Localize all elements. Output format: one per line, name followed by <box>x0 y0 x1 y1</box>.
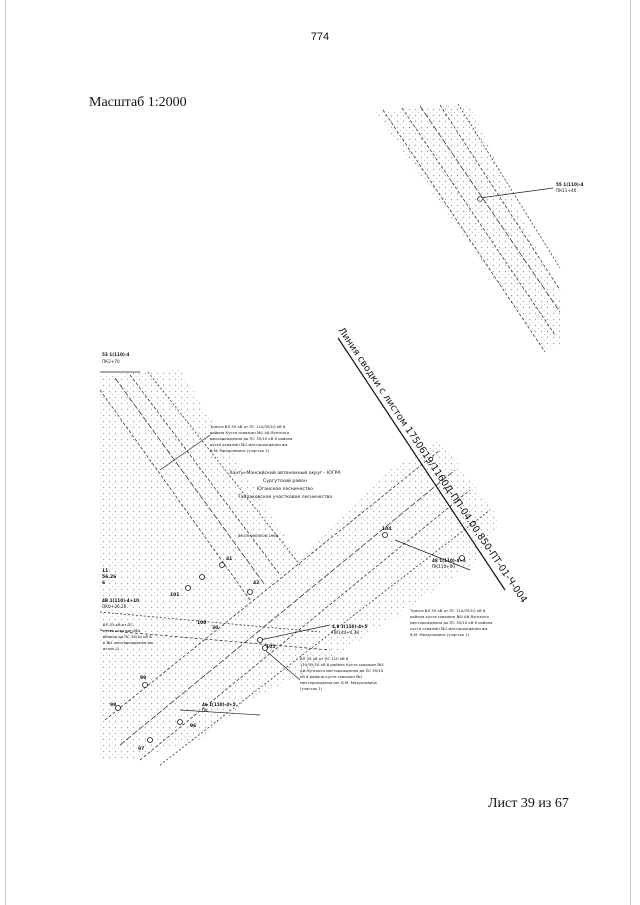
svg-text:110/35/10 кВ 6 района Куста ск: 110/35/10 кВ 6 района Куста скважин №5 <box>300 662 384 667</box>
svg-text:месторождения им. В.М. Мазурче: месторождения им. В.М. Мазурчевича <box>300 680 377 685</box>
survey-point <box>185 585 191 591</box>
point-label: 97 <box>138 746 144 752</box>
callout: ВЛ 35 кВ от ПС 110 кВ 6 110/35/10 кВ 6 р… <box>300 656 384 691</box>
callout: ВЛ 35 кВ от ПС куста скважин №5 вблизи д… <box>103 622 154 651</box>
point-label: 42 <box>253 580 259 586</box>
point-label: 56.26 <box>102 574 116 580</box>
svg-text:вблизи до ПС 35/10 кВ 6: вблизи до ПС 35/10 кВ 6 <box>103 634 152 639</box>
svg-text:асток 2): асток 2) <box>103 646 120 651</box>
svg-text:ПК0+36.26: ПК0+36.26 <box>102 604 127 609</box>
svg-text:месторождения до ПС 35/10 кВ 6: месторождения до ПС 35/10 кВ 6 района <box>410 620 492 625</box>
survey-point <box>459 555 465 561</box>
picket-label: 53 1(110)-4 ПК2+70 <box>102 352 130 364</box>
region-title-line: Тайлаковское участковое лесничество <box>237 493 333 500</box>
page-left-edge <box>5 0 6 905</box>
svg-text:куста скважин №1 месторождения: куста скважин №1 месторождения им. <box>410 626 488 631</box>
survey-point <box>382 532 388 538</box>
callout: Трасса ВЛ 35 кВ от ПС 110/35/10 кВ 6 рай… <box>209 424 292 453</box>
svg-text:ВЛ 35 кВ от ПС 110 кВ 6: ВЛ 35 кВ от ПС 110 кВ 6 <box>300 656 349 661</box>
point-label: 104 <box>382 526 391 532</box>
lower-corridor <box>99 370 500 766</box>
scale-label: Масштаб 1:2000 <box>89 95 187 110</box>
region-title-line: Ханты-Мансийский автономный округ - ЮГРА <box>229 469 341 476</box>
svg-text:ПК144+4.38: ПК144+4.38 <box>332 630 359 635</box>
svg-text:района Куста скважин №1 Ай-Яун: района Куста скважин №1 Ай-Яунского <box>210 430 290 435</box>
picket-label: 4В 1(110)-4+10 ПК0+36.26 <box>102 598 139 609</box>
point-label: 96 <box>190 723 196 729</box>
picket-label: 55 1(110)-4 ПК11+40 <box>556 182 584 193</box>
survey-point <box>147 737 153 743</box>
survey-point <box>115 705 121 711</box>
svg-text:района куста скважин №5 Ай-Яун: района куста скважин №5 Ай-Яунского <box>410 614 490 619</box>
survey-points <box>115 532 465 743</box>
point-label: 101 <box>170 592 179 598</box>
sheet-label: Лист 39 из 67 <box>488 796 569 811</box>
survey-point <box>247 589 253 595</box>
callout: Трасса ВЛ 35 кВ от ПС 110/35/10 кВ 6 рай… <box>409 608 492 637</box>
page-number: 774 <box>310 31 330 43</box>
upper-corridor <box>375 103 561 353</box>
svg-text:(участок 1): (участок 1) <box>300 686 323 691</box>
point-label: 100 <box>197 620 206 626</box>
svg-text:В.М. Мазурчевича (участок 2): В.М. Мазурчевича (участок 2) <box>210 448 270 453</box>
point-label: 6 <box>102 580 105 586</box>
match-line <box>337 337 506 591</box>
svg-text:месторождения до ПС 35/10 кВ 6: месторождения до ПС 35/10 кВ 6 района <box>210 436 292 441</box>
region-title: Ханты-Мансийский автономный округ - ЮГРА… <box>229 469 341 500</box>
svg-text:В.М. Мазурчевича (участок 1): В.М. Мазурчевича (участок 1) <box>410 632 470 637</box>
point-label: 11 <box>102 568 108 574</box>
point-label: 99 <box>140 675 146 681</box>
survey-point <box>199 574 205 580</box>
svg-text:4.9 1(110)-4+5: 4.9 1(110)-4+5 <box>332 624 368 629</box>
survey-point <box>177 719 183 725</box>
svg-text:куста скважин №5: куста скважин №5 <box>103 628 141 633</box>
survey-point <box>257 637 263 643</box>
picket-label: 4.9 1(110)-4+5 ПК144+4.38 <box>332 624 368 635</box>
point-label: 98 <box>110 702 116 708</box>
svg-text:ПК11+40: ПК11+40 <box>556 188 577 193</box>
svg-text:Ай-Яунского месторождения до П: Ай-Яунского месторождения до ПС 35/10 <box>300 668 384 673</box>
cadastral-number: 86:03:0000000:1968 <box>238 533 279 538</box>
point-label: 105 <box>266 644 275 650</box>
svg-text:55 1(110)-4: 55 1(110)-4 <box>556 182 584 187</box>
point-label: 41 <box>226 556 232 562</box>
svg-text:ПК2+70: ПК2+70 <box>102 359 120 364</box>
svg-text:ПК: ПК <box>202 708 208 713</box>
survey-point <box>262 645 268 651</box>
svg-text:ВЛ 35 кВ от ПС: ВЛ 35 кВ от ПС <box>103 622 133 627</box>
svg-text:куста скважин №1 месторождения: куста скважин №1 месторождения им. <box>210 442 288 447</box>
svg-text:Трасса ВЛ 35 кВ от ПС 110/35/1: Трасса ВЛ 35 кВ от ПС 110/35/10 кВ 6 <box>409 608 486 613</box>
picket-label: 48 1(110)-4+5 ПК110+00 <box>432 558 466 569</box>
page-right-edge <box>630 0 631 905</box>
svg-text:Трасса ВЛ 35 кВ от ПС 110/35/1: Трасса ВЛ 35 кВ от ПС 110/35/10 кВ 6 <box>209 424 286 429</box>
point-label: 30 <box>212 625 218 631</box>
svg-text:4в 1(110)-4+5: 4в 1(110)-4+5 <box>202 702 236 707</box>
svg-text:4В 1(110)-4+10: 4В 1(110)-4+10 <box>102 598 139 603</box>
region-title-line: Юганское лесничество <box>257 486 313 492</box>
svg-text:ПК110+00: ПК110+00 <box>432 564 455 569</box>
survey-point <box>219 562 225 568</box>
svg-text:48 1(110)-4+5: 48 1(110)-4+5 <box>432 558 466 563</box>
region-title-line: Сургутский район <box>263 477 307 484</box>
picket-label: 4в 1(110)-4+5 ПК <box>202 702 236 713</box>
svg-text:к №1 месторождения им.: к №1 месторождения им. <box>103 640 154 645</box>
svg-text:53 1(110)-4: 53 1(110)-4 <box>102 352 130 357</box>
survey-point <box>142 682 148 688</box>
point-numbers: 41 42 101 100 30 104 105 99 98 97 96 11 … <box>102 526 391 752</box>
svg-text:кВ 6 района куста скважин №1: кВ 6 района куста скважин №1 <box>300 674 363 679</box>
